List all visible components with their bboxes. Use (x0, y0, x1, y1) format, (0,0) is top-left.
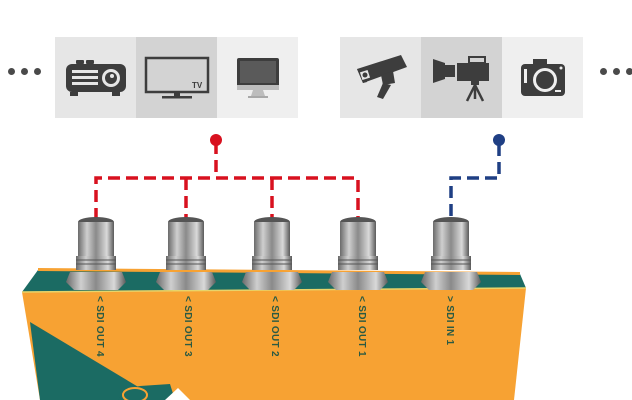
arrow-left-icon: < (356, 296, 367, 303)
dot (626, 68, 632, 75)
cctv-icon (356, 54, 407, 99)
bnc-connectors (66, 217, 481, 290)
arrow-right-icon: > (444, 296, 455, 303)
input-node (493, 134, 505, 146)
projector-tile (55, 37, 136, 118)
dot (600, 68, 607, 75)
bnc-connector-out-2 (242, 217, 302, 290)
output-node (210, 134, 222, 146)
port-label-sdi-out-4: < SDI OUT 4 (94, 296, 105, 357)
photo-camera-tile (502, 37, 583, 118)
arrow-left-icon: < (269, 296, 280, 303)
dot (613, 68, 620, 75)
more-left-indicator (8, 68, 41, 75)
camera-icon (520, 58, 565, 96)
port-label-sdi-out-1: < SDI OUT 1 (356, 296, 367, 357)
output-bus-line (94, 176, 360, 220)
bnc-connector-out-3 (156, 217, 216, 290)
projector-icon (65, 59, 126, 96)
bnc-connector-out-1 (328, 217, 388, 290)
bnc-connector-out-4 (66, 217, 126, 290)
device-accent-stripe (30, 322, 160, 400)
port-label-sdi-in-1: > SDI IN 1 (444, 296, 455, 346)
bnc-connector-in-1 (421, 217, 481, 290)
input-wiring (449, 144, 501, 220)
display-devices-group: TV (55, 37, 298, 118)
arrow-left-icon: < (182, 296, 193, 303)
input-line (449, 144, 501, 220)
port-label-sdi-out-3: < SDI OUT 3 (182, 296, 193, 357)
capture-devices-group (340, 37, 583, 118)
arrow-left-icon: < (94, 296, 105, 303)
monitor-tile (217, 37, 298, 118)
cctv-tile (340, 37, 421, 118)
monitor-icon (236, 57, 279, 98)
output-wiring (94, 142, 360, 220)
dot (21, 68, 28, 75)
tv-icon: TV (144, 56, 209, 98)
tv-label: TV (192, 81, 203, 90)
device-front-face (22, 288, 526, 400)
video-camera-icon (432, 55, 489, 102)
tv-tile: TV (136, 37, 217, 118)
port-label-sdi-out-2: < SDI OUT 2 (269, 296, 280, 357)
more-right-indicator (600, 68, 632, 75)
video-camera-tile (421, 37, 502, 118)
dot (8, 68, 15, 75)
dot (34, 68, 41, 75)
